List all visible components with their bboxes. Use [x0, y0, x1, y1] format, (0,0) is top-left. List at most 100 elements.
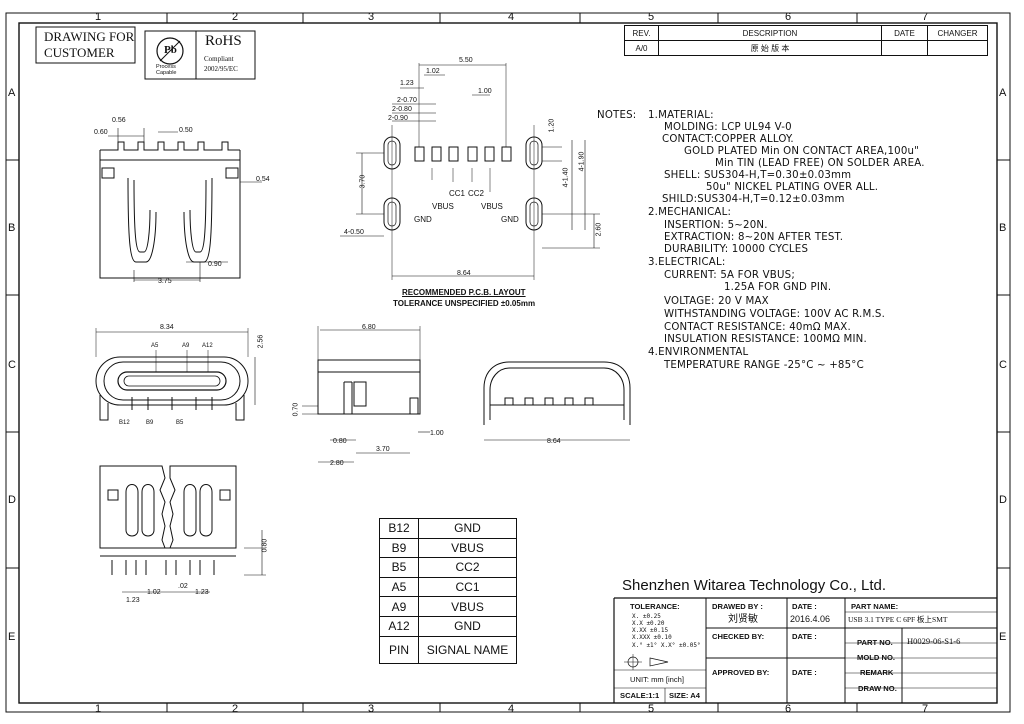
note-line: INSERTION: 5~20N.: [664, 220, 768, 231]
note-line: 1.25A FOR GND PIN.: [724, 282, 832, 293]
col-number: 5: [648, 703, 655, 715]
col-number: 6: [785, 703, 792, 715]
dim-label: .02: [178, 583, 188, 590]
pad-label: VBUS: [481, 202, 503, 211]
rohs-title: RoHS: [205, 33, 242, 49]
note-line: CONTACT:COPPER ALLOY.: [662, 134, 794, 145]
date-label: DATE :: [792, 602, 817, 611]
col-number: 2: [232, 11, 239, 23]
pin-cell: B5: [379, 557, 419, 578]
row-letter: E: [8, 631, 16, 643]
part-name-label: PART NAME:: [851, 602, 899, 611]
pin-label: B5: [176, 420, 184, 426]
signal-cell: CC1: [418, 576, 517, 598]
pin-cell: B12: [379, 518, 419, 539]
dim-label: 8.64: [457, 270, 471, 277]
col-number: 4: [508, 703, 515, 715]
row-letter: D: [999, 494, 1007, 506]
dim-label: 5.50: [459, 57, 473, 64]
remark-label: REMARK: [860, 668, 894, 677]
row-letter: B: [999, 222, 1007, 234]
row-letter: A: [999, 87, 1007, 99]
dim-label: 0.50: [179, 127, 193, 134]
part-no-label: PART NO.: [857, 638, 893, 647]
note-line: SHELL: SUS304-H,T=0.30±0.03mm: [664, 170, 852, 181]
row-letter: A: [8, 87, 16, 99]
note-line: CURRENT: 5A FOR VBUS;: [664, 270, 795, 281]
pb-process-label: Capable: [156, 70, 177, 76]
description-header: DESCRIPTION: [658, 25, 882, 41]
dim-label: 4-1.90: [578, 151, 586, 172]
pin-label: B12: [119, 420, 130, 426]
tolerance-line: X.XXX ±0.10: [632, 634, 672, 641]
dim-label: 2-0.70: [397, 97, 417, 104]
dim-label: 1.23: [126, 597, 140, 604]
part-no-value: H0029-06-S1-6: [907, 636, 961, 646]
signal-cell: VBUS: [418, 596, 517, 617]
date-label: DATE :: [792, 632, 817, 641]
dim-label: 1.00: [478, 88, 492, 95]
date-value: [881, 40, 928, 56]
col-number: 6: [785, 11, 792, 23]
drawn-by-value: 刘贤敏: [728, 614, 758, 625]
row-letter: E: [999, 631, 1007, 643]
rev-value: A/0: [624, 40, 659, 56]
note-line: CONTACT RESISTANCE: 40mΩ MAX.: [664, 322, 851, 333]
dim-label: 2.80: [330, 460, 344, 467]
dim-label: 2-0.80: [392, 106, 412, 113]
note-line: DURABILITY: 10000 CYCLES: [664, 244, 809, 255]
pin-cell: A9: [379, 596, 419, 617]
dim-label: 4-1.40: [562, 167, 570, 188]
pad-label: GND: [414, 215, 432, 224]
pin-cell: B9: [379, 537, 419, 559]
note-line: EXTRACTION: 8~20N AFTER TEST.: [664, 232, 844, 243]
note-line: GOLD PLATED Min ON CONTACT AREA,100u": [684, 146, 920, 157]
pin-label: A9: [182, 343, 190, 349]
col-number: 1: [95, 703, 102, 715]
signal-cell: VBUS: [418, 537, 517, 559]
note-line: INSULATION RESISTANCE: 100MΩ MIN.: [664, 334, 867, 345]
tolerance-line: X.X ±0.20: [632, 620, 665, 627]
mold-no-label: MOLD NO.: [857, 653, 895, 662]
date-value: 2016.4.06: [790, 614, 831, 624]
changer-value: [927, 40, 988, 56]
row-letter: C: [999, 359, 1007, 371]
pad-label: CC2: [468, 189, 485, 198]
note-line: 4.ENVIRONMENTAL: [648, 347, 749, 358]
note-line: TEMPERATURE RANGE -25°C ~ +85°C: [664, 360, 864, 371]
drawn-by-label: DRAWED BY :: [712, 602, 763, 611]
dim-label: 0.80: [261, 538, 269, 553]
dim-label: 0.60: [94, 129, 108, 136]
signal-header: SIGNAL NAME: [418, 635, 517, 664]
col-number: 5: [648, 11, 655, 23]
dim-label: 0.56: [112, 117, 126, 124]
unit-label: UNIT: mm [inch]: [630, 675, 685, 684]
note-line: MOLDING: LCP UL94 V-0: [664, 122, 792, 133]
note-line: WITHSTANDING VOLTAGE: 100V AC R.M.S.: [664, 309, 886, 320]
dim-label: 6.80: [362, 324, 376, 331]
tolerance-line: X. ±0.25: [632, 613, 661, 620]
dim-label: 1.23: [195, 589, 209, 596]
checked-by-label: CHECKED BY:: [712, 632, 765, 641]
col-number: 1: [95, 11, 102, 23]
rev-header: REV.: [624, 25, 659, 41]
note-line: 50u" NICKEL PLATING OVER ALL.: [706, 182, 879, 193]
row-letter: C: [8, 359, 16, 371]
dim-label: 1.02: [147, 589, 161, 596]
pad-label: VBUS: [432, 202, 454, 211]
pin-label: A5: [151, 343, 159, 349]
pin-label: B9: [146, 420, 154, 426]
drawing-for-customer-label: CUSTOMER: [44, 45, 115, 60]
pb-process-label: Process: [156, 64, 176, 70]
note-line: 3.ELECTRICAL:: [648, 257, 726, 268]
col-number: 3: [368, 703, 375, 715]
